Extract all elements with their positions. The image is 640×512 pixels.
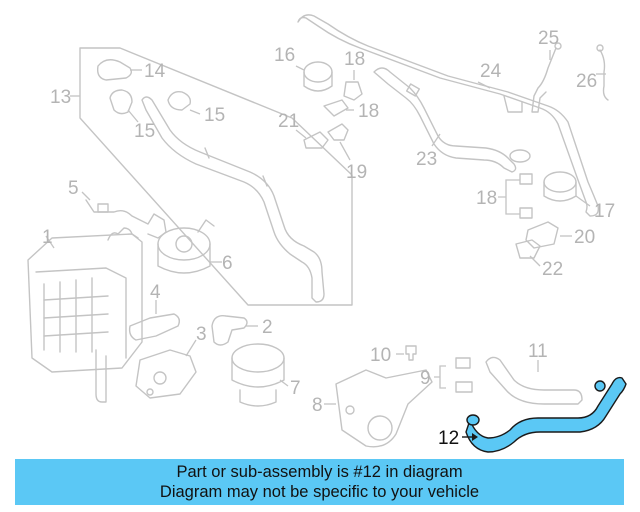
part-9-grommets <box>434 357 473 393</box>
callout-12: 12 <box>438 428 459 449</box>
callout-14: 14 <box>144 61 166 82</box>
banner-line-1: Part or sub-assembly is #12 in diagram <box>176 463 463 481</box>
callout-16: 16 <box>274 45 295 66</box>
callout-19: 19 <box>346 162 367 183</box>
group-box-13 <box>70 47 353 306</box>
info-banner: Part or sub-assembly is #12 in diagram D… <box>15 459 624 505</box>
part-10-plug <box>396 345 417 361</box>
callout-3: 3 <box>196 324 207 345</box>
callout-2: 2 <box>262 317 273 338</box>
banner-line-2: Diagram may not be specific to your vehi… <box>159 483 480 501</box>
callout-18-middle: 18 <box>358 101 379 122</box>
part-2-hose <box>211 315 258 346</box>
callout-24: 24 <box>480 61 502 82</box>
part-23-pipe <box>373 67 531 173</box>
callout-18-top: 18 <box>344 49 365 70</box>
part-12-hose-highlighted <box>462 376 627 453</box>
part-15-right <box>167 90 201 115</box>
part-8-bracket <box>324 369 433 448</box>
callout-15-right: 15 <box>204 105 225 126</box>
callout-18-right: 18 <box>476 188 497 209</box>
part-18-top <box>343 70 363 101</box>
part-3-bracket <box>135 339 197 399</box>
callout-13: 13 <box>50 87 71 108</box>
callout-11: 11 <box>528 341 548 362</box>
part-5-harness <box>81 191 167 239</box>
callout-labels: 1 2 3 4 5 6 7 8 9 10 11 12 13 14 15 15 1… <box>42 28 615 449</box>
callout-10: 10 <box>370 345 391 366</box>
callout-9: 9 <box>420 368 431 389</box>
part-22-bracket <box>515 239 541 267</box>
part-11-hose <box>485 356 583 405</box>
part-7-motor <box>231 343 289 407</box>
callout-17: 17 <box>594 201 615 222</box>
part-20-bracket <box>525 221 572 249</box>
part-pipe-13 <box>141 96 325 303</box>
callout-6: 6 <box>222 253 233 274</box>
callout-1: 1 <box>42 227 53 248</box>
callout-5: 5 <box>68 178 79 199</box>
part-24-pipe <box>297 14 600 217</box>
part-15-left <box>109 89 139 123</box>
part-14-hose <box>96 59 142 81</box>
part-25-sensor <box>531 42 562 113</box>
callout-4: 4 <box>150 282 161 303</box>
callout-22: 22 <box>542 259 563 280</box>
part-16-valve <box>295 61 333 92</box>
callout-25: 25 <box>538 28 559 49</box>
part-18-middle <box>323 99 354 117</box>
part-21 <box>295 129 329 149</box>
callout-8: 8 <box>312 395 323 416</box>
callout-21: 21 <box>278 111 299 132</box>
part-1-canister <box>27 227 143 403</box>
part-17-valve <box>543 171 591 207</box>
callout-15-left: 15 <box>134 121 155 142</box>
part-6-pump <box>157 219 222 274</box>
part-26-sensor <box>596 44 609 101</box>
callout-20: 20 <box>574 227 595 248</box>
callout-26: 26 <box>576 71 597 92</box>
callout-23: 23 <box>416 149 437 170</box>
part-18-right <box>498 173 533 219</box>
part-19 <box>327 123 351 161</box>
callout-7: 7 <box>290 378 301 399</box>
part-4-valve <box>128 300 181 341</box>
